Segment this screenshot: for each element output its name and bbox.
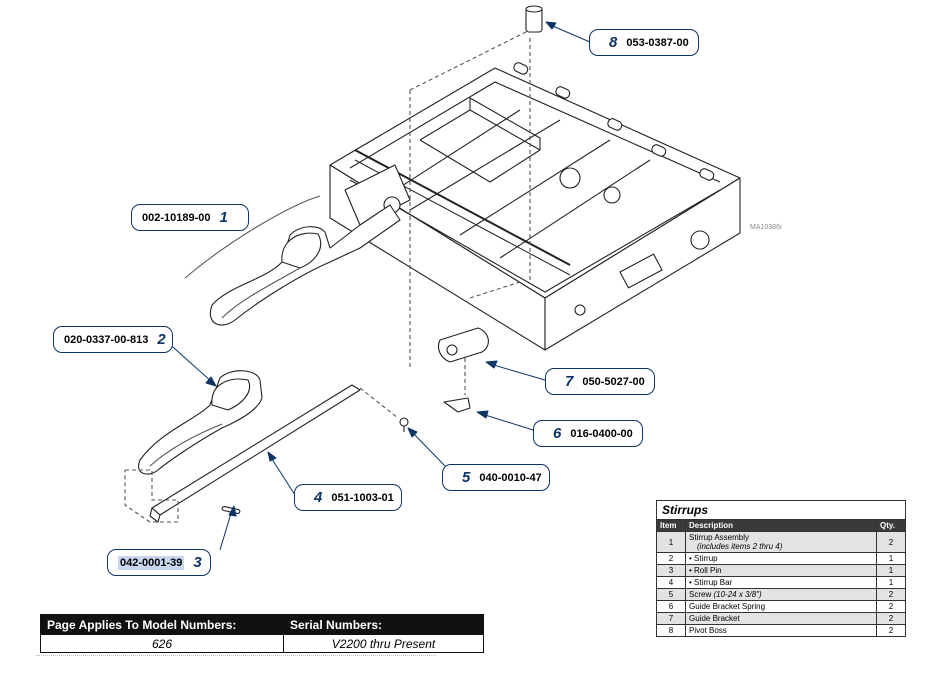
guide-bracket-spring: [443, 397, 471, 413]
serial-number-value: V2200 thru Present: [283, 634, 484, 653]
bracket-leader-1: [184, 195, 321, 279]
table-row: 8 Pivot Boss 2: [656, 624, 906, 637]
table-row: 2 • Stirrup 1: [656, 552, 906, 565]
screw: [399, 417, 409, 432]
stirrup-assembly-installed: [209, 204, 401, 326]
model-number-value: 626: [40, 634, 284, 653]
pivot-boss: [525, 5, 543, 33]
leader-lines: [164, 21, 591, 551]
table-row: 1 Stirrup Assembly(includes items 2 thru…: [656, 531, 906, 553]
table-row: 4 • Stirrup Bar 1: [656, 576, 906, 589]
footer-rule: [36, 655, 436, 659]
dashed-guides: [124, 29, 531, 523]
model-numbers-header: Page Applies To Model Numbers:: [40, 614, 284, 635]
table-row: 6 Guide Bracket Spring 2: [656, 600, 906, 613]
applies-to-table: Page Applies To Model Numbers: Serial Nu…: [40, 614, 484, 653]
stirrup: [138, 370, 263, 475]
stirrup-bar: [149, 384, 361, 523]
col-item-header: Item: [656, 519, 686, 532]
col-description-header: Description: [685, 519, 877, 532]
table-row: 3 • Roll Pin 1: [656, 564, 906, 577]
stirrups-parts-table: Stirrups Item Description Qty. 1 Stirrup…: [656, 500, 906, 637]
figure-code: MA10386i: [750, 224, 782, 231]
parts-table-title: Stirrups: [656, 500, 906, 520]
guide-bracket: [437, 327, 489, 363]
col-qty-header: Qty.: [876, 519, 906, 532]
table-row: 5 Screw (10-24 x 3/8") 2: [656, 588, 906, 601]
serial-numbers-header: Serial Numbers:: [283, 614, 484, 635]
table-row: 7 Guide Bracket 2: [656, 612, 906, 625]
